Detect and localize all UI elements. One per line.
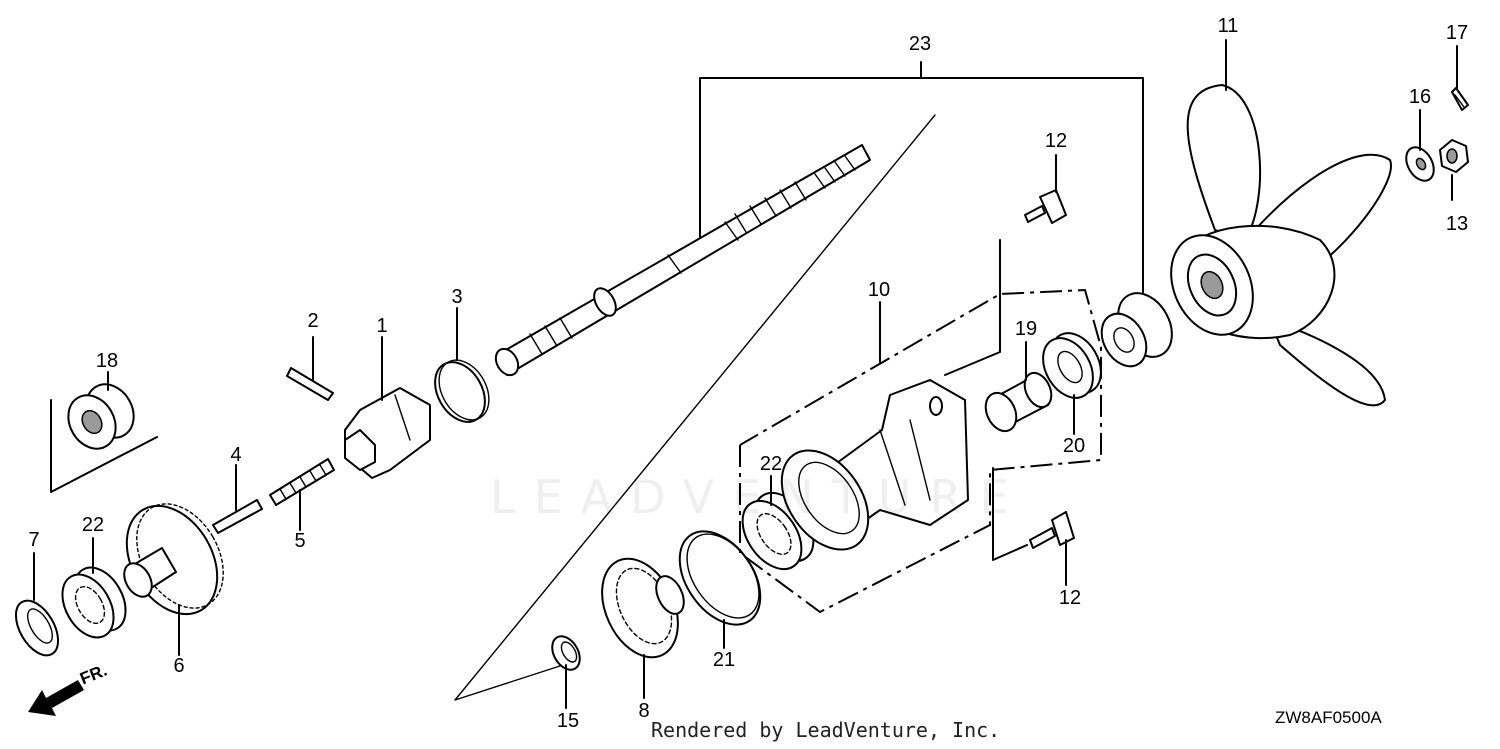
callout-8: 8 [638,700,650,722]
pin-4 [212,499,263,534]
callout-20: 20 [1062,435,1086,457]
callout-12-lower: 12 [1058,587,1082,609]
bolt-leader-upper [944,239,1001,376]
needle-bearing-19 [984,371,1053,433]
bearing-22-left [61,566,127,639]
callout-17: 17 [1445,22,1469,44]
washer-15 [551,635,581,671]
bearing-holder-10 [780,379,969,551]
callout-12-upper: 12 [1044,130,1068,152]
washer-16 [1405,146,1435,182]
callout-4: 4 [230,444,242,466]
bevel-gear-8 [601,557,685,659]
callout-16: 16 [1408,86,1432,108]
nut-13 [1439,139,1469,173]
callout-19: 19 [1014,318,1038,340]
callout-leaders [33,39,1458,709]
bolt-12-upper [1024,189,1067,224]
callout-10: 10 [867,279,891,301]
callout-7: 7 [28,529,40,551]
washer-7 [14,599,60,657]
callout-6: 6 [173,655,185,677]
front-arrow-icon [28,680,84,716]
bracket-23 [699,61,1144,299]
callout-21: 21 [712,649,736,671]
pin-2 [286,367,334,401]
callout-2: 2 [307,310,319,332]
watermark: LEADVENTURE [490,470,1027,524]
propeller-shaft [494,144,871,377]
callout-13: 13 [1445,213,1469,235]
callout-15: 15 [556,710,580,732]
bearing-18 [50,383,158,493]
thrust-washer-23 [1100,292,1173,368]
bolt-leader-lower [992,467,1028,561]
assembly-outline-10 [739,288,1102,614]
callout-22-left: 22 [81,514,105,536]
callout-3: 3 [451,286,463,308]
propeller-11 [1170,84,1392,407]
callout-5: 5 [294,530,306,552]
callout-11: 11 [1217,15,1239,37]
callout-18: 18 [95,350,119,372]
callout-1: 1 [376,315,388,337]
assembly-triangle-outline [454,114,936,701]
footer-credit: Rendered by LeadVenture, Inc. [651,718,1001,742]
spring-5 [269,458,335,506]
clutch-1 [344,387,431,479]
diagram-code: ZW8AF0500A [1275,708,1382,727]
gear-6 [123,503,224,616]
cotter-pin-17 [1451,87,1469,111]
callout-23: 23 [908,33,932,55]
bolt-12-lower [1029,511,1075,549]
seal-20 [1042,332,1102,399]
callout-22-right: 22 [759,453,783,475]
ring-3 [434,359,490,423]
